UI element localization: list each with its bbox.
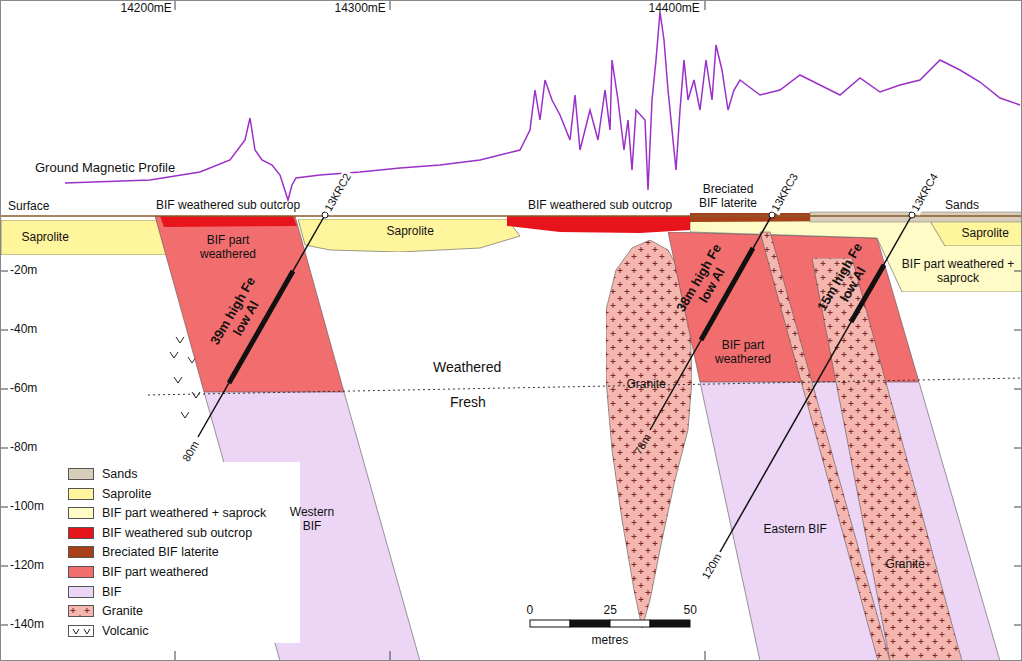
section-label: -60m xyxy=(10,382,37,396)
scale-bar xyxy=(530,620,690,627)
magnetic-profile xyxy=(65,12,1020,200)
swatch-pattern xyxy=(69,626,94,637)
section-label: 0 xyxy=(527,604,534,618)
drill-trace xyxy=(650,215,772,430)
section-label: 15m high Fe low Al xyxy=(812,234,883,327)
section-label: -80m xyxy=(10,441,37,455)
legend-text: BIF part weathered + saprock xyxy=(102,506,266,520)
granite-pattern xyxy=(69,606,94,617)
unit-outline xyxy=(812,258,962,661)
rock-unit: Saprolite xyxy=(298,219,520,252)
scale-segment xyxy=(610,620,650,627)
drill-trace xyxy=(198,215,325,437)
section-label: BIF weathered sub outcrop xyxy=(528,199,672,213)
unit-label: Saprolite xyxy=(22,231,69,245)
legend-box xyxy=(62,462,300,643)
section-label: -140m xyxy=(10,618,44,632)
unit-label: Saprolite xyxy=(387,225,434,239)
unit-label: BIF part weathered + saprock xyxy=(899,258,1017,286)
legend-text: Sands xyxy=(102,467,137,481)
drill-holes xyxy=(198,212,915,552)
unit-label: Granite xyxy=(627,378,666,392)
legend-text: Volcanic xyxy=(102,624,149,638)
unit-fill xyxy=(298,219,520,252)
section-label: 13KRC2 xyxy=(321,169,355,215)
section-label: Sands xyxy=(945,199,979,213)
legend-swatch xyxy=(68,468,94,480)
section-label: Surface xyxy=(8,200,49,214)
unit-label: BIF part weathered xyxy=(181,234,276,262)
rock-unit: Granite xyxy=(812,258,962,661)
unit-fill xyxy=(930,221,1022,246)
section-label: 80m xyxy=(179,438,201,463)
section-label: metres xyxy=(592,634,629,648)
weathering-boundary xyxy=(148,378,1022,395)
legend-text: BIF part weathered xyxy=(102,565,208,579)
section-label: 39m high Fe low Al xyxy=(205,268,276,361)
legend-swatch xyxy=(68,625,94,637)
section-label: 38m high Fe low Al xyxy=(671,235,742,328)
scale-segment xyxy=(570,620,610,627)
section-label: 78m xyxy=(631,431,653,456)
legend-swatch xyxy=(68,546,94,558)
section-label: Breciated BIF laterite xyxy=(692,183,764,211)
section-label: 14300mE xyxy=(335,2,386,16)
granite-pattern xyxy=(812,258,962,661)
unit-label: BIF part weathered xyxy=(703,339,783,367)
legend-swatch xyxy=(68,605,94,617)
rock-unit: Saprolite xyxy=(930,221,1022,246)
surface-line xyxy=(0,215,1022,217)
legend-text: Saprolite xyxy=(102,487,151,501)
section-label: 13KRC4 xyxy=(908,169,942,215)
section-label: 120m xyxy=(699,551,724,581)
unit-fill xyxy=(812,258,962,661)
section-label: Ground Magnetic Profile xyxy=(35,161,175,176)
section-label: -120m xyxy=(10,559,44,573)
laterite-strip xyxy=(690,213,810,222)
section-label: Fresh xyxy=(450,394,486,410)
section-label: -100m xyxy=(10,500,44,514)
legend-swatch xyxy=(68,566,94,578)
rock-unit: Saprolite xyxy=(1,220,172,255)
scale-segment xyxy=(530,620,570,627)
section-label: Weathered xyxy=(433,359,501,375)
section-label: BIF weathered sub outcrop xyxy=(156,199,300,213)
scale-segment xyxy=(650,620,690,627)
sub-outcrop-strip xyxy=(507,216,690,233)
section-label: 14400mE xyxy=(649,2,700,16)
section-label: -40m xyxy=(10,323,37,337)
sub-outcrop-strip xyxy=(160,216,297,227)
legend-text: BIF weathered sub outcrop xyxy=(102,526,252,540)
unit-label: Granite xyxy=(886,558,925,572)
section-label: 14200mE xyxy=(121,2,172,16)
legend-swatch xyxy=(68,527,94,539)
volcanic-symbol xyxy=(73,629,90,634)
unit-label: Western BIF xyxy=(282,506,342,534)
unit-label: Saprolite xyxy=(962,227,1009,241)
section-label: 50 xyxy=(684,604,697,618)
legend-swatch xyxy=(68,507,94,519)
section-label: 13KRC3 xyxy=(768,169,802,215)
section-label: 25 xyxy=(604,604,617,618)
section-label: -20m xyxy=(10,264,37,278)
swatch-pattern xyxy=(69,606,94,617)
legend-text: Breciated BIF laterite xyxy=(102,545,219,559)
unit-fill xyxy=(1,220,172,255)
legend-text: Granite xyxy=(102,604,143,618)
legend-swatch xyxy=(68,586,94,598)
unit-label: Eastern BIF xyxy=(764,523,827,537)
drill-trace xyxy=(720,215,912,552)
legend-text: BIF xyxy=(102,585,121,599)
unit-fill xyxy=(668,232,919,382)
legend-swatch xyxy=(68,488,94,500)
